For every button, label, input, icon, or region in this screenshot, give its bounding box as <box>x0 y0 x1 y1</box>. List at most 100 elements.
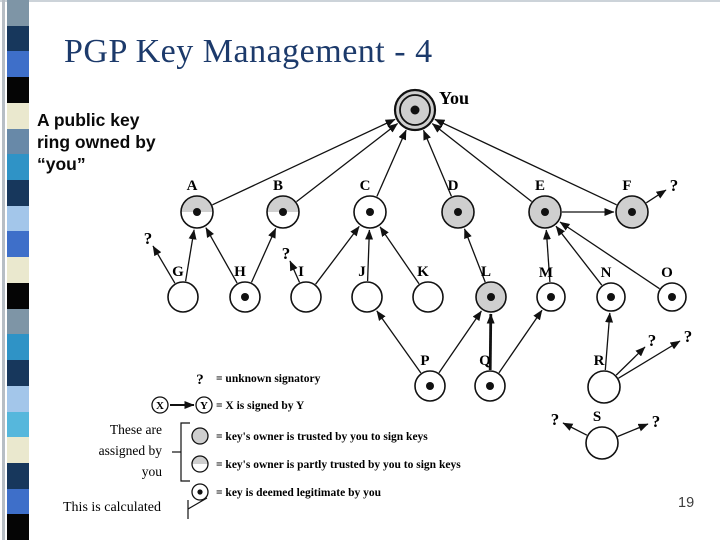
edge-line <box>315 226 360 285</box>
node-label: L <box>481 264 491 280</box>
node-label: O <box>661 265 673 281</box>
node-dot <box>668 293 676 301</box>
node-label: G <box>172 264 184 280</box>
edge-line <box>376 129 407 197</box>
assigned-line: you <box>141 464 162 479</box>
node-outline <box>167 281 199 313</box>
node-C: C <box>353 178 387 229</box>
node-B: B <box>266 178 300 229</box>
strip-square <box>7 231 29 258</box>
question-mark: ? <box>670 176 679 195</box>
node-outline <box>414 370 446 402</box>
node-label: J <box>358 264 366 280</box>
intro-line: ring owned by <box>37 132 156 152</box>
node-label: M <box>539 265 553 281</box>
edge-line <box>618 340 681 379</box>
node-outline <box>475 281 507 313</box>
legend-symbol-outline <box>191 427 209 445</box>
node-label: B <box>273 178 283 194</box>
annotation-line <box>187 497 208 510</box>
node-label: I <box>298 264 304 280</box>
strip-square <box>7 411 29 438</box>
node-label: F <box>622 178 631 194</box>
legend-text: = key's owner is partly trusted by you t… <box>216 459 461 471</box>
node-label: H <box>234 264 246 280</box>
intro-text: A public key ring owned by “you” <box>37 109 156 175</box>
node-outline <box>474 370 506 402</box>
node-outline <box>528 195 562 229</box>
legend-row: = key's owner is partly trusted by you t… <box>191 455 461 473</box>
node-H: H <box>229 264 261 313</box>
node-label: S <box>593 409 601 425</box>
node-dot <box>454 208 462 216</box>
node-dot <box>547 293 555 301</box>
legend-text: = X is signed by Y <box>216 400 305 412</box>
node-dot <box>410 105 420 115</box>
node-dot <box>426 382 434 390</box>
strip-square <box>7 308 29 335</box>
edge-line <box>615 346 646 376</box>
strip-square <box>7 282 29 309</box>
edge-line <box>205 227 238 284</box>
node-label: K <box>417 264 429 280</box>
node-outline <box>657 282 687 312</box>
calculated-annotation: This is calculated <box>63 500 161 515</box>
edge-line <box>604 312 614 371</box>
node-outline <box>266 195 300 229</box>
strip-square <box>7 437 29 463</box>
node-outline <box>412 281 444 313</box>
edge-line <box>434 118 617 206</box>
node-Q: Q <box>474 353 506 402</box>
node-P: P <box>414 353 446 402</box>
legend-y-circle <box>195 396 213 414</box>
node-L: L <box>475 264 507 313</box>
edge-line <box>289 260 301 283</box>
node-G: G <box>167 264 199 313</box>
node-half-fill <box>181 196 213 212</box>
legend-row: = key is deemed legitimate by you <box>191 483 382 501</box>
question-mark: ? <box>144 229 153 248</box>
legend-text: = unknown signatory <box>216 373 321 385</box>
strip-square <box>7 360 29 386</box>
legend-symbol-dot <box>197 489 203 495</box>
node-label: P <box>420 353 429 369</box>
node-label: A <box>187 178 198 194</box>
edge-line <box>212 118 396 206</box>
legend-x-label: X <box>156 400 164 412</box>
question-mark: ? <box>652 412 661 431</box>
annotation-line <box>180 422 190 482</box>
node-outline <box>441 195 475 229</box>
legend-symbol-outline <box>191 455 209 473</box>
edge-line <box>555 225 603 286</box>
node-fill <box>291 282 321 312</box>
node-R: R <box>587 353 621 404</box>
strip-square <box>7 180 29 206</box>
node-You: You <box>393 88 469 132</box>
legend-symbol-outline <box>191 483 209 501</box>
node-fill <box>588 371 620 403</box>
node-dot <box>279 208 287 216</box>
strip-square <box>7 462 29 489</box>
node-D: D <box>441 178 475 229</box>
edge-line <box>376 310 422 374</box>
node-dot <box>486 382 494 390</box>
slide-top-edge <box>0 0 720 2</box>
edge-line <box>562 422 588 436</box>
intro-line: A public key <box>37 110 140 130</box>
legend-question-symbol: ? <box>196 372 204 388</box>
legend-symbol-half <box>192 456 208 464</box>
node-fill <box>352 282 382 312</box>
node-outline <box>615 195 649 229</box>
legend-text: = key is deemed legitimate by you <box>216 487 382 499</box>
edge-line <box>486 313 495 371</box>
node-outline <box>180 195 214 229</box>
node-dot <box>541 208 549 216</box>
node-label: D <box>448 178 459 194</box>
node-M: M <box>536 265 566 312</box>
node-outline <box>587 370 621 404</box>
intro-line: “you” <box>37 154 86 174</box>
node-N: N <box>596 265 626 312</box>
question-mark: ? <box>684 327 693 346</box>
page-number: 19 <box>678 495 695 511</box>
